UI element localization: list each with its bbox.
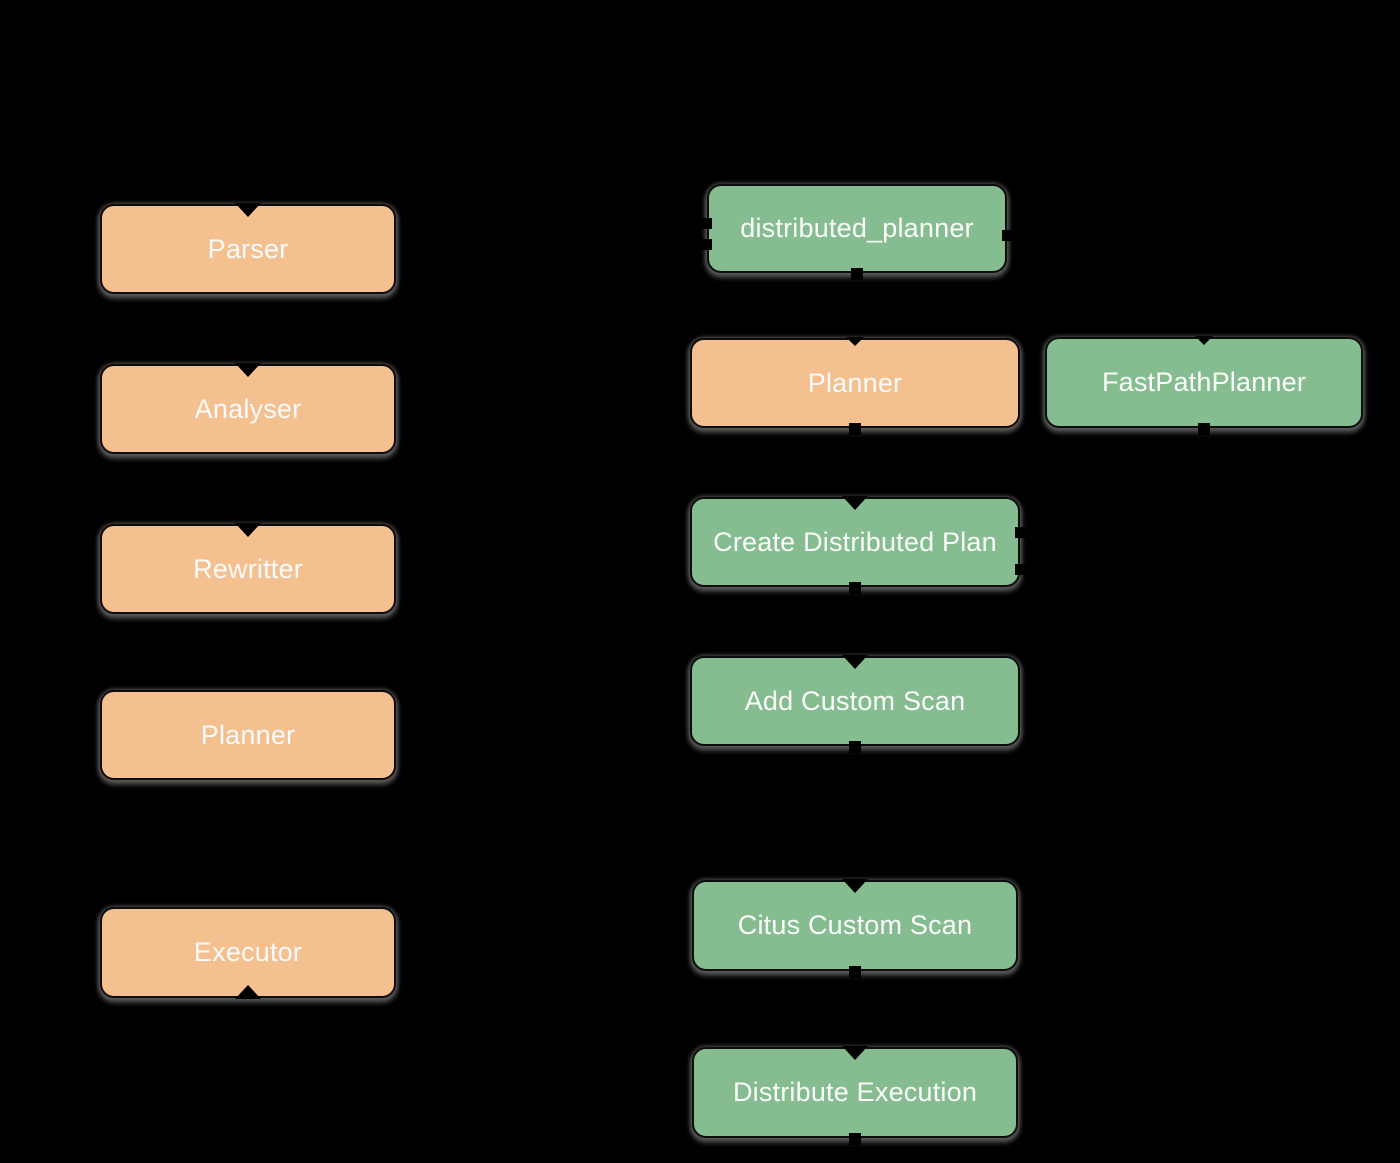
arrowhead-notch <box>842 1046 868 1060</box>
node-label: Parser <box>207 233 289 264</box>
arrowhead-notch <box>842 879 868 893</box>
connector-stub <box>849 1133 861 1145</box>
arrowhead-notch <box>235 203 261 217</box>
connector-stub <box>700 238 712 250</box>
node-analyser: Analyser <box>100 363 396 454</box>
arrowhead-notch <box>1195 336 1213 345</box>
node-label: FastPathPlanner <box>1101 367 1307 397</box>
arrowhead-notch <box>235 363 261 377</box>
arrowhead-notch <box>842 496 868 510</box>
arrowhead-notch <box>235 985 261 999</box>
connector-stub <box>849 423 861 435</box>
connector-stub <box>849 582 861 594</box>
arrowhead-notch <box>235 523 261 537</box>
node-label: Rewritter <box>193 553 303 584</box>
node-label: Planner <box>807 367 903 398</box>
connector-stub <box>1015 564 1027 576</box>
node-planner-left: Planner <box>100 690 396 780</box>
node-label: Executor <box>193 937 303 967</box>
node-label: Distribute Execution <box>732 1077 978 1107</box>
connector-stub <box>1198 423 1210 435</box>
node-label: Citus Custom Scan <box>737 910 973 940</box>
node-create-distributed-plan: Create Distributed Plan <box>690 496 1027 594</box>
connector-stub <box>849 966 861 978</box>
node-label: Create Distributed Plan <box>713 526 997 557</box>
node-citus-custom-scan: Citus Custom Scan <box>692 879 1018 978</box>
node-planner-mid: Planner <box>690 337 1020 435</box>
connector-stub <box>851 268 863 280</box>
node-distribute-execution: Distribute Execution <box>692 1046 1018 1145</box>
node-rewritter: Rewritter <box>100 523 396 614</box>
node-label: Analyser <box>194 393 302 424</box>
node-parser: Parser <box>100 203 396 294</box>
connector-stub <box>1015 527 1027 539</box>
node-label: distributed_planner <box>740 213 974 243</box>
arrowhead-notch <box>842 655 868 669</box>
node-label: Add Custom Scan <box>744 685 966 716</box>
node-fastpathplanner: FastPathPlanner <box>1045 336 1363 435</box>
connector-stub <box>700 218 712 230</box>
connector-stub <box>849 741 861 753</box>
node-label: Planner <box>200 719 296 750</box>
connector-stub <box>1002 230 1014 242</box>
node-executor: Executor <box>100 907 396 999</box>
node-distributed-planner: distributed_planner <box>700 184 1014 280</box>
node-add-custom-scan: Add Custom Scan <box>690 655 1020 753</box>
arrowhead-notch <box>846 337 864 346</box>
